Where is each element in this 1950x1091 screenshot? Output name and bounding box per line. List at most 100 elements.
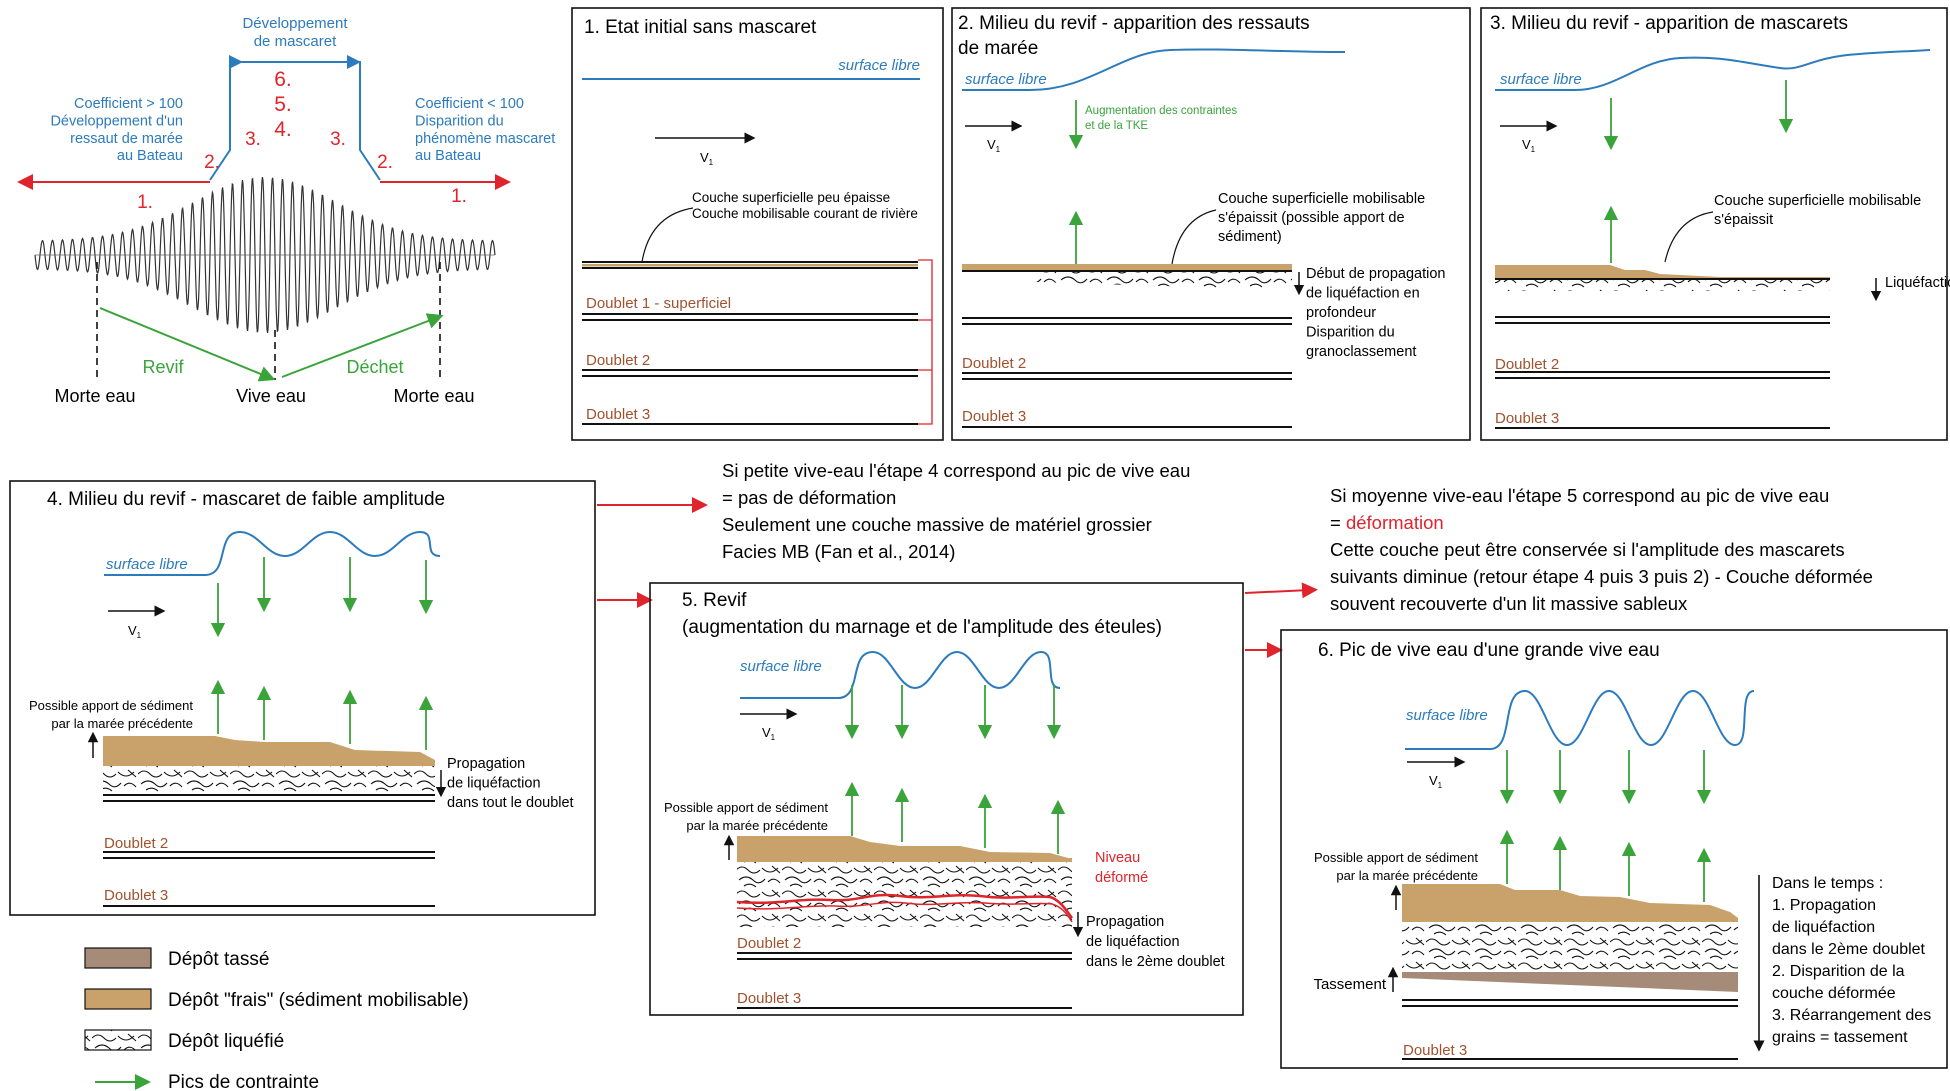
- fresh-layer: [1402, 884, 1738, 922]
- right-bracket: [359, 112, 381, 181]
- liquefied-layer: [1035, 272, 1292, 290]
- velocity-label: V1: [1522, 137, 1536, 154]
- legend-fresh-label: Dépôt "frais" (sédiment mobilisable): [168, 990, 469, 1011]
- water-surface: [1405, 689, 1755, 750]
- panel-6-frame: [1280, 629, 1948, 1069]
- fresh-layer: [962, 264, 1292, 270]
- deformed-level: [736, 893, 1074, 919]
- water-surface: [104, 530, 441, 576]
- panel-2: 2. Milieu du revif - apparition des ress…: [951, 7, 1471, 441]
- panel-6: 6. Pic de vive eau d'une grande vive eau…: [1280, 629, 1948, 1069]
- note5-line1: Si moyenne vive-eau l'étape 5 correspond…: [1330, 485, 1829, 506]
- fresh-layer: [103, 736, 435, 766]
- deformed-level-2: [736, 901, 1073, 923]
- panel-1-frame: [571, 7, 944, 441]
- steps-center-label: 6.5.4.: [274, 68, 292, 141]
- stress-arrows-down: [210, 557, 434, 638]
- doublet2-label: Doublet 2: [962, 355, 1026, 372]
- panel-1: 1. Etat initial sans mascaret surface li…: [571, 7, 944, 441]
- surface-libre-label: surface libre: [838, 57, 920, 74]
- layer-note-leader: [1664, 211, 1714, 263]
- legend-stress-label: Pics de contrainte: [168, 1072, 319, 1091]
- doublet1-label: Doublet 1 - superficiel: [586, 295, 731, 312]
- liquefied-layer: [1495, 280, 1830, 291]
- stress-arrows-down: [844, 685, 1062, 740]
- surface-libre-label: surface libre: [106, 556, 188, 573]
- liquefied-layer: [103, 766, 435, 792]
- surface-libre-label: surface libre: [1406, 707, 1488, 724]
- step3-left-label: 3.: [245, 129, 261, 150]
- surface-libre-label: surface libre: [965, 71, 1047, 88]
- velocity-label: V1: [987, 137, 1001, 154]
- dechet-arrow: [281, 313, 444, 378]
- legend-packed-swatch: [84, 947, 152, 969]
- vive-eau-label: Vive eau: [236, 386, 306, 406]
- morte-eau-left-label: Morte eau: [54, 386, 135, 406]
- note5-line2: = déformation: [1330, 512, 1444, 533]
- doublet3-label: Doublet 3: [1495, 410, 1559, 427]
- note5-rest: Cette couche peut être conservée si l'am…: [1330, 539, 1873, 614]
- step1-left-label: 1.: [137, 192, 153, 213]
- velocity-label: V1: [128, 623, 142, 640]
- legend-liquefied-swatch: [84, 1029, 152, 1051]
- doublet2-label: Doublet 2: [1495, 356, 1559, 373]
- panel-4-frame: [9, 480, 596, 916]
- legend-liquefied-label: Dépôt liquéfié: [168, 1031, 284, 1052]
- step1-right-label: 1.: [451, 186, 467, 207]
- step2-left-label: 2.: [204, 152, 220, 173]
- layer-note-leader: [1171, 209, 1217, 265]
- doublet3-label: Doublet 3: [962, 408, 1026, 425]
- stress-arrows-up: [1499, 829, 1712, 902]
- stress-arrows-up: [844, 781, 1066, 854]
- panel-5: 5. Revif(augmentation du marnage et de l…: [649, 582, 1244, 1016]
- fresh-thin-layer: [582, 264, 918, 267]
- panel-1-title: 1. Etat initial sans mascaret: [584, 17, 817, 38]
- tassement-label: Tassement: [1313, 976, 1386, 993]
- packed-layer: [1402, 972, 1738, 992]
- panel-3-liquefaction-note: Liquéfaction: [1885, 275, 1950, 291]
- water-surface: [740, 650, 1061, 699]
- revif-label: Revif: [142, 357, 184, 377]
- legend-fresh-swatch: [84, 988, 152, 1010]
- note-step4: Si petite vive-eau l'étape 4 correspond …: [722, 460, 1190, 562]
- panel-3-frame: [1480, 7, 1948, 441]
- panel-3: 3. Milieu du revif - apparition de masca…: [1480, 7, 1950, 441]
- panel-4: 4. Milieu du revif - mascaret de faible …: [9, 480, 596, 916]
- water-surface: [962, 48, 1346, 91]
- fresh-layer: [1495, 265, 1830, 279]
- morte-eau-right-label: Morte eau: [393, 386, 474, 406]
- panel-5-frame: [649, 582, 1244, 1016]
- velocity-label: V1: [762, 725, 776, 742]
- doublet3-label: Doublet 3: [737, 990, 801, 1007]
- legend: Dépôt tassé Dépôt "frais" (sédiment mobi…: [84, 947, 469, 1091]
- surface-libre-label: surface libre: [740, 658, 822, 675]
- liquefied-layer: [1402, 922, 1738, 972]
- panel-2-title: 2. Milieu du revif - apparition des ress…: [958, 13, 1310, 59]
- revif-arrow: [99, 307, 276, 382]
- left-bracket: [209, 112, 231, 181]
- velocity-label: V1: [700, 150, 714, 167]
- layer-note-leader: [641, 207, 694, 263]
- stress-arrows-down: [1499, 750, 1712, 805]
- mascaret-bracket: [229, 61, 361, 112]
- panel-5-title: 5. Revif(augmentation du marnage et de l…: [682, 590, 1162, 638]
- panel-6-title: 6. Pic de vive eau d'une grande vive eau: [1318, 640, 1660, 661]
- dechet-label: Déchet: [346, 357, 403, 377]
- doublet3-label: Doublet 3: [586, 406, 650, 423]
- fresh-layer: [737, 836, 1072, 862]
